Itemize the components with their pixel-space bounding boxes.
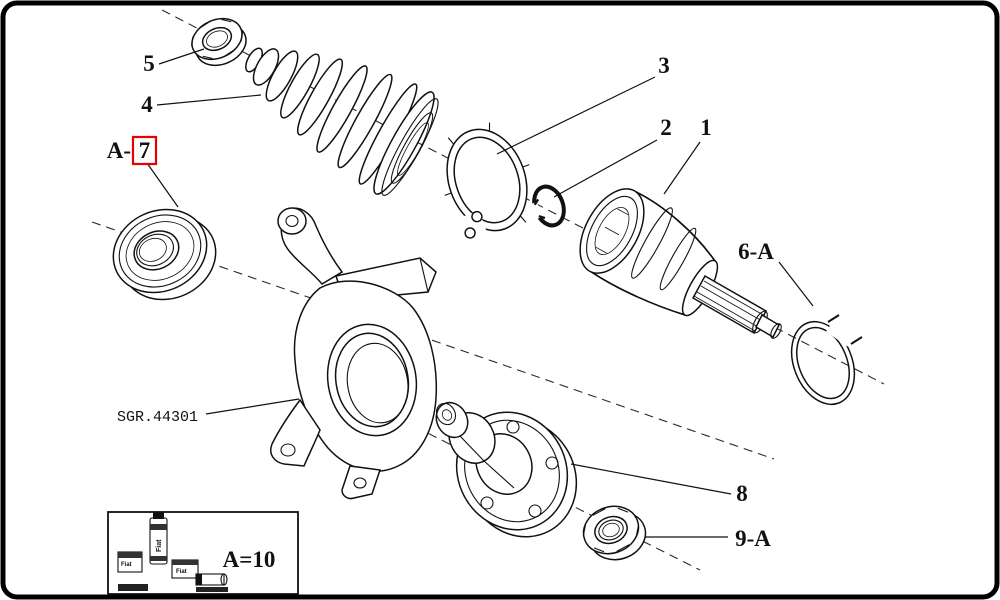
- grease-can-left-icon: Fiat: [117, 551, 143, 573]
- callout-9a: 9-A: [735, 526, 771, 551]
- grease-tube-lying-icon: [195, 573, 228, 586]
- callout-2: 2: [660, 115, 672, 140]
- callout-6a: 6-A: [738, 239, 774, 264]
- knuckle-code-label: SGR.44301: [117, 409, 198, 426]
- legend-shelf-right: [196, 587, 228, 592]
- callout-1: 1: [700, 115, 712, 140]
- hub-nut-part: [582, 505, 647, 561]
- cv-boot-part: [245, 47, 439, 196]
- leader-lines: [146, 48, 814, 538]
- wheel-hub-part: [435, 401, 578, 538]
- legend-shelf-left: [118, 584, 148, 591]
- highlight-box: [131, 135, 158, 166]
- grease-tube-icon: Fiat: [149, 512, 168, 565]
- wheel-bearing-part: [112, 208, 217, 301]
- callout-a7-prefix: A-: [107, 138, 131, 163]
- callout-8: 8: [736, 481, 748, 506]
- axle-nut-part: [191, 17, 247, 67]
- legend-formula-label: A=10: [223, 547, 276, 572]
- legend-box: Fiat Fiat Fiat A=10: [107, 511, 299, 595]
- cv-joint-part: [579, 188, 782, 339]
- can-right-brand-label: Fiat: [176, 569, 187, 575]
- callout-3: 3: [658, 53, 670, 78]
- circlip-large-part: [444, 122, 530, 246]
- callout-labels: 5 4 A- 7 3 2 1 6-A 8 9-A SGR.44301: [107, 51, 775, 551]
- can-left-brand-label: Fiat: [121, 562, 132, 568]
- callout-a7-number: 7: [139, 138, 151, 163]
- retaining-ring-part: [790, 313, 863, 406]
- callout-4: 4: [141, 92, 153, 117]
- snap-ring-part: [525, 184, 566, 228]
- steering-knuckle-part: [270, 207, 438, 500]
- grease-can-right-icon: Fiat: [171, 559, 199, 579]
- callout-5: 5: [143, 51, 155, 76]
- tube-brand-label: Fiat: [156, 539, 163, 552]
